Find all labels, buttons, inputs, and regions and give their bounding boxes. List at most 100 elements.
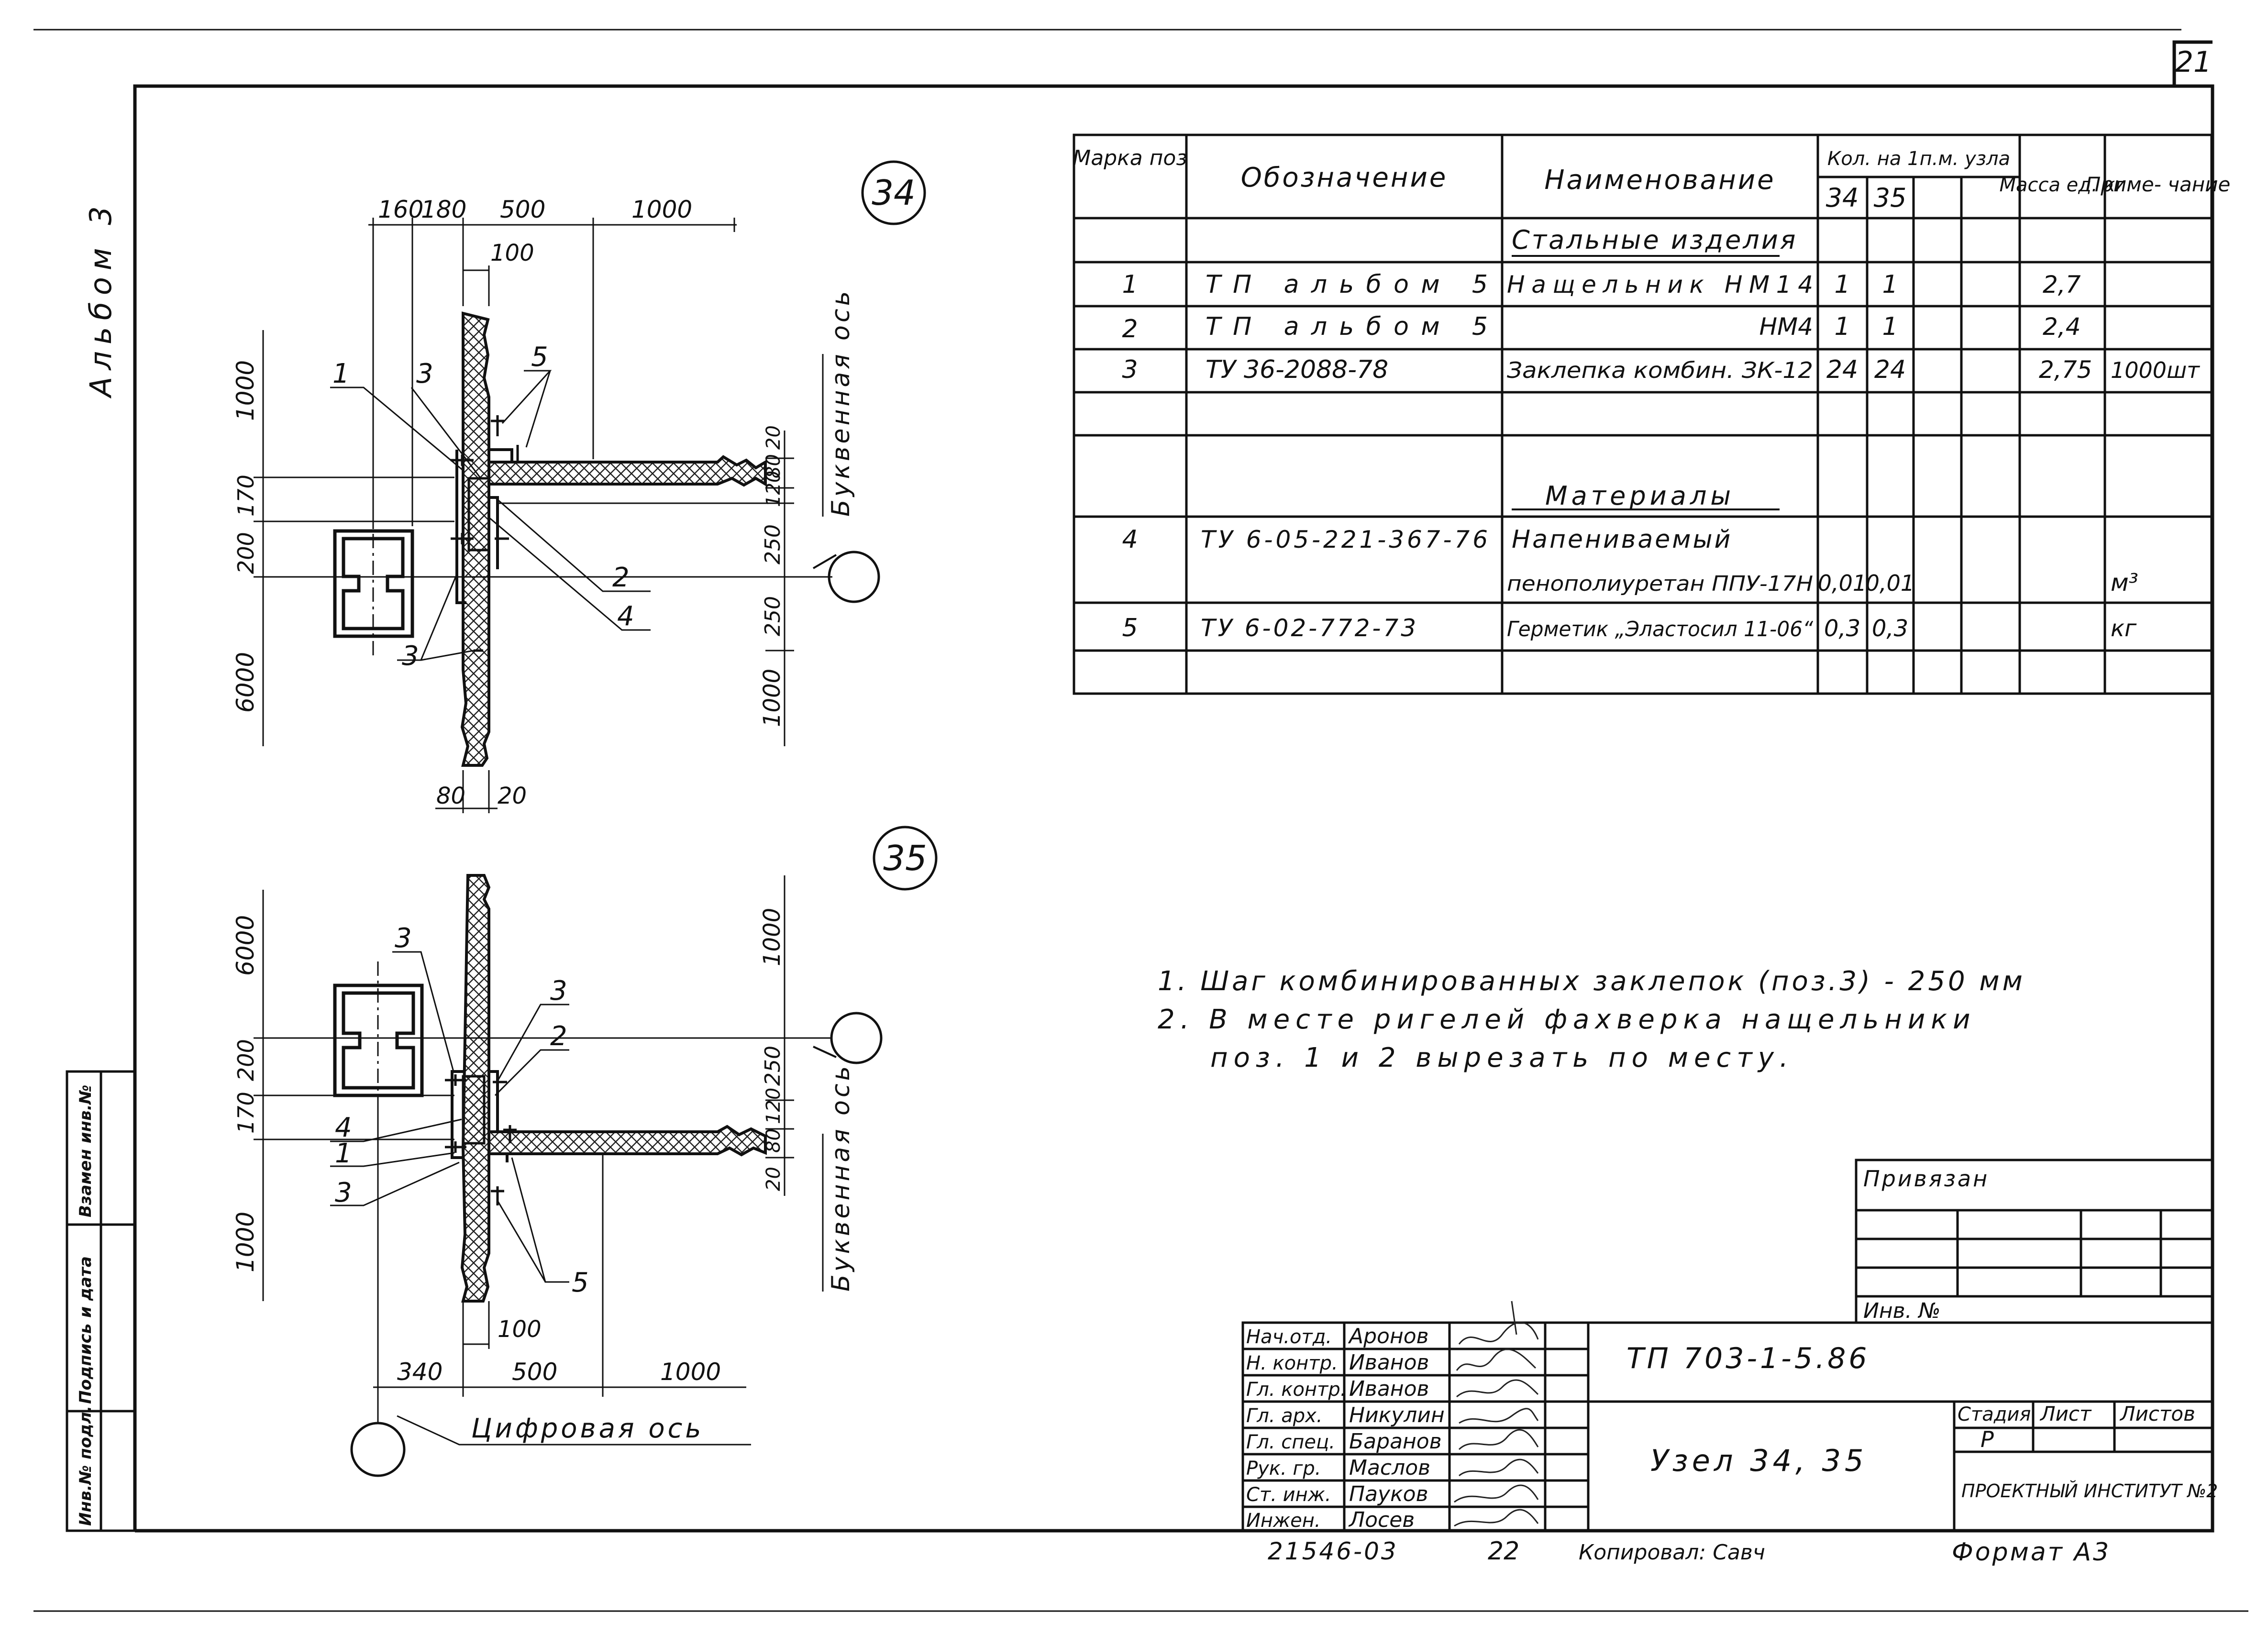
node-34-dim-right-120: 120: [763, 471, 785, 507]
node-34-cover-strips: [455, 448, 513, 604]
sheet-label: Лист: [2039, 1402, 2092, 1425]
node-35-bottom-dims: [373, 1105, 746, 1397]
node-35-bubble: [873, 826, 938, 891]
node-34-dim-right-250b: 250: [761, 596, 785, 636]
node-35-dim-1000: 1000: [660, 1358, 721, 1386]
node-34-detail: 34: [232, 160, 926, 813]
node-35-axis-bubble: [830, 1012, 883, 1064]
copied-by: Копировал: Савч: [1579, 1540, 1765, 1565]
spec-row-mass: 2,4: [2043, 313, 2081, 341]
staff-role: Гл. арх.: [1246, 1405, 1323, 1427]
inventory-number: 21546-03: [1268, 1537, 1398, 1565]
spec-section-steel: Стальные изделия: [1512, 225, 1797, 255]
spec-header-designation: Обозначение: [1241, 162, 1448, 193]
node-35-dim-right-250: 250: [761, 1046, 785, 1086]
spec-header-mass: Масса ед. кг: [1999, 174, 2125, 196]
node-34-dim-right-20: 20: [763, 425, 785, 450]
spec-row-pos: 5: [1122, 614, 1138, 642]
node-35-rivets: [445, 1074, 517, 1205]
margin-stamp-inv: Инв.№ подл.: [76, 1406, 95, 1526]
spec-row-3: 3 ТУ 36-2088-78 Заклепка комбин. ЗК-12 2…: [1122, 355, 2200, 384]
spec-row-q35: 1: [1882, 312, 1898, 341]
staff-role: Гл. контр.: [1246, 1379, 1346, 1401]
spec-row-name: Напениваемый: [1512, 525, 1732, 554]
node-34-top-dims: [368, 218, 737, 526]
node-34-dim-160: 160: [378, 196, 423, 223]
node-35-dim-100: 100: [498, 1316, 542, 1343]
node-34-axis-bubble: [828, 551, 880, 603]
node-34-axis-label: Буквенная ось: [827, 288, 855, 517]
node-35-dim-500: 500: [512, 1358, 557, 1386]
staff-role: Гл. спец.: [1246, 1431, 1335, 1453]
spec-row-name: пенополиуретан ППУ-17Н: [1507, 572, 1813, 596]
note-2: 2. В месте ригелей фахверка нащельники: [1158, 1004, 1976, 1035]
staff-name: Лосев: [1348, 1508, 1415, 1532]
node-34-dim-left-170: 170: [233, 475, 259, 517]
institute-name: ПРОЕКТНЫЙ ИНСТИТУТ №2: [1961, 1480, 2218, 1502]
spec-row-mass: 2,7: [2043, 271, 2081, 298]
node-34-dim-right-80: 80: [763, 454, 785, 478]
node-35-left-dims: [254, 890, 454, 1301]
node-34-dim-right-250a: 250: [761, 524, 785, 564]
spec-row-designation: ТП альбом 5: [1206, 312, 1488, 341]
spec-row-note: кг: [2111, 615, 2137, 642]
node-34-callout-5: 5: [531, 342, 548, 373]
spec-header-note: Приме- чание: [2086, 173, 2231, 196]
node-34-dim-80: 80: [436, 783, 465, 809]
notes: 1. Шаг комбинированных заклепок (поз.3) …: [1158, 966, 2025, 1073]
spec-row-note: 1000шт: [2111, 357, 2200, 383]
node-35-dim-right-120: 120: [763, 1088, 785, 1124]
node-35-dim-right-80: 80: [763, 1128, 785, 1153]
spec-row-q35: 24: [1874, 355, 1906, 384]
margin-stamp-replace: Взамен инв.№: [76, 1085, 95, 1217]
node-34-dim-right-1000: 1000: [759, 669, 786, 727]
staff-role: Н. контр.: [1246, 1352, 1338, 1374]
stage-label: Стадия: [1958, 1403, 2031, 1425]
node-34-rivets: [451, 415, 519, 652]
spec-row-q34: 0,01: [1818, 570, 1867, 596]
node-34-dim-left-200: 200: [233, 532, 259, 574]
staff-name: Никулин: [1349, 1403, 1445, 1427]
spec-row-name: Заклепка комбин. ЗК-12: [1507, 357, 1813, 383]
spec-row-designation: ТП альбом 5: [1206, 270, 1488, 299]
signatures: [1454, 1301, 1539, 1527]
spec-header-qty-35: 35: [1874, 183, 1907, 213]
spec-row-q34: 24: [1826, 355, 1858, 384]
spec-row-4: 4 ТУ 6-05-221-367-76 Напениваемый: [1122, 525, 1732, 554]
spec-row-q35: 0,01: [1866, 570, 1914, 596]
node-35-callout-5: 5: [572, 1267, 589, 1298]
node-34-dim-20: 20: [498, 783, 527, 809]
node-34-foam-insert: [467, 477, 490, 552]
node-35-callout-2: 2: [550, 1021, 567, 1052]
node-35-dim-left-6000: 6000: [232, 915, 259, 976]
bound-label: Привязан: [1863, 1166, 1989, 1192]
staff-list: Нач.отд. Аронов Н. контр. Иванов Гл. кон…: [1246, 1324, 1445, 1532]
node-35-foam-insert: [462, 1075, 486, 1145]
format-label: Формат А3: [1952, 1538, 2111, 1567]
spec-row-designation: ТУ 6-05-221-367-76: [1201, 526, 1488, 553]
node-35-detail: 35 6000 200 170: [232, 826, 938, 1477]
inv-label: Инв. №: [1863, 1299, 1940, 1323]
spec-row-q34: 1: [1834, 312, 1850, 341]
sheets-label: Листов: [2119, 1402, 2195, 1425]
spec-row-q35: 0,3: [1872, 615, 1908, 642]
node-34-dim-100: 100: [490, 240, 534, 266]
node-35-axis-label: Буквенная ось: [827, 1063, 855, 1292]
spec-row-name: Герметик „Эластосил 11-06“: [1507, 617, 1813, 641]
node-35-digital-axis-bubble: [350, 1422, 406, 1477]
spec-row-designation: ТУ 6-02-772-73: [1201, 614, 1416, 642]
note-1: 1. Шаг комбинированных заклепок (поз.3) …: [1158, 966, 2025, 997]
spec-row-5: 5 ТУ 6-02-772-73 Герметик „Эластосил 11-…: [1122, 614, 2137, 642]
staff-name: Баранов: [1349, 1429, 1442, 1454]
spec-row-pos: 1: [1122, 270, 1138, 299]
node-34-number: 34: [872, 173, 916, 213]
spec-header-name: Наименование: [1544, 165, 1775, 196]
node-35-dim-340: 340: [397, 1358, 443, 1386]
node-34-callout-3a: 3: [416, 358, 433, 389]
doc-title: Узел 34, 35: [1650, 1443, 1867, 1478]
node-34-horizontal-wall: [487, 455, 767, 487]
staff-role: Ст. инж.: [1246, 1484, 1331, 1506]
stage-value: Р: [1980, 1426, 1994, 1452]
staff-name: Пауков: [1349, 1482, 1428, 1506]
staff-name: Иванов: [1349, 1350, 1429, 1375]
